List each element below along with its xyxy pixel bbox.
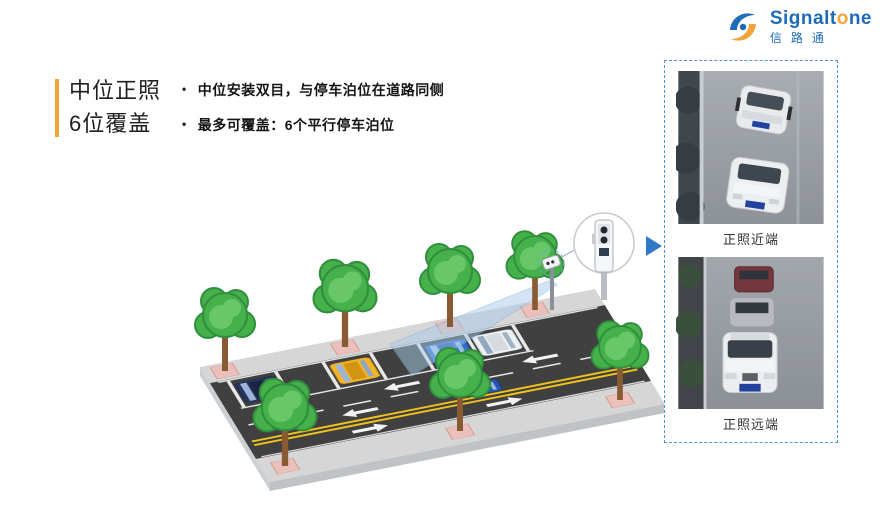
car-driving-blue [457, 379, 503, 398]
page-title-line2: 6位覆盖 [69, 111, 152, 136]
detection-cone [389, 279, 558, 377]
camera-highlight-circle [537, 249, 565, 277]
lower-sidewalk [256, 380, 666, 483]
brand-name: Signaltone [769, 7, 872, 29]
tree [194, 287, 256, 372]
lane-arrow-left [383, 380, 421, 391]
white-car-rear [734, 85, 793, 135]
bullet-item: • 中位安装双目，与停车泊位在道路同侧 [182, 80, 444, 100]
photo-near-end [676, 71, 824, 224]
ground-plane [200, 288, 666, 483]
lane-arrow-left [342, 407, 379, 417]
bullet-list: • 中位安装双目，与停车泊位在道路同侧 • 最多可覆盖：6个平行停车泊位 [182, 80, 444, 150]
lane-arrows [342, 353, 559, 434]
car-parked-white [471, 329, 523, 356]
white-car-front [726, 156, 790, 214]
tree-bases [209, 301, 636, 475]
platform-side-face [270, 404, 665, 491]
callout-circle [573, 212, 635, 274]
camera-callout [573, 212, 635, 300]
near-end-caption: 正照近端 [722, 231, 779, 247]
lane-arrow-right [485, 397, 523, 408]
car-parked-navy [234, 376, 286, 403]
bullet-text: 最多可覆盖：6个平行停车泊位 [197, 117, 395, 133]
callout-arrow-icon [646, 236, 662, 256]
bullet-item: • 最多可覆盖：6个平行停车泊位 [182, 115, 444, 135]
title-block: 中位正照 6位覆盖 [55, 74, 161, 140]
center-yellow-lines [251, 364, 638, 446]
photo-panel: 正照近端 [664, 60, 838, 443]
page-title-line1: 中位正照 [69, 78, 162, 103]
logo-swirl-icon [729, 13, 756, 41]
silver-car [729, 297, 775, 328]
upper-sidewalk [200, 288, 605, 384]
tree [429, 347, 491, 432]
road-edge-line [217, 306, 598, 384]
lane-arrow-right [351, 423, 389, 434]
brand-subtitle: 信路通 [769, 30, 833, 45]
bullet-text: 中位安装双目，与停车泊位在道路同侧 [197, 82, 445, 98]
white-suv-front [722, 332, 778, 394]
tree [252, 377, 318, 468]
tree [312, 258, 378, 349]
logo: Signaltone 信路通 [723, 7, 872, 47]
camera-device [592, 219, 614, 300]
lane-arrow-left [522, 353, 559, 364]
tree [590, 320, 650, 401]
lane-divider-dashes [248, 353, 609, 426]
road-surface [209, 305, 652, 460]
platform-side-face [200, 367, 270, 491]
car-parked-blue [424, 338, 476, 366]
tree [419, 243, 481, 328]
photo-far-end [676, 256, 824, 409]
road-edge-line-lower [260, 380, 645, 458]
car-parked-yellow [329, 357, 381, 384]
title-accent-bar [55, 79, 59, 137]
tree [505, 230, 565, 311]
camera-pole [537, 248, 577, 310]
bullet-dot: • [182, 82, 187, 96]
dual-camera-unit [541, 254, 561, 270]
far-end-caption: 正照远端 [722, 417, 779, 432]
red-car [734, 266, 774, 293]
bullet-dot: • [182, 117, 187, 131]
parking-slot-lines [226, 324, 534, 409]
